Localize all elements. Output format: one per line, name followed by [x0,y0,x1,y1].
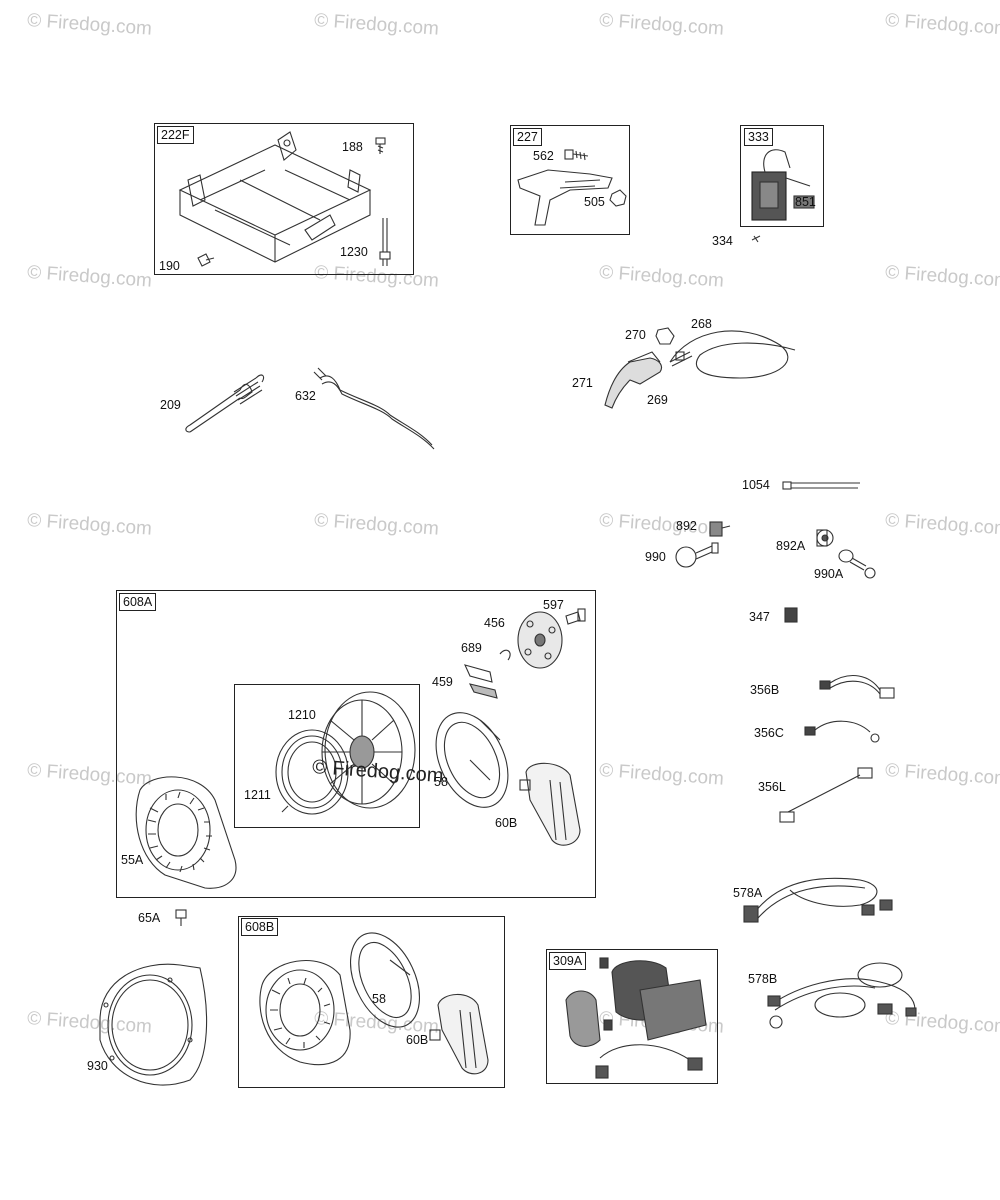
part-label-990A: 990A [814,567,844,581]
cable-268 [669,330,796,379]
harness-578B [767,962,917,1029]
group-label-227: 227 [513,128,542,146]
part-label-597: 597 [543,598,564,612]
screw-562 [564,149,589,161]
part-label-356B: 356B [750,683,780,697]
part-label-65A: 65A [138,911,161,925]
plug-347 [784,607,798,623]
group-box-608B [238,916,505,1088]
part-label-578A: 578A [733,886,763,900]
armature-333 [751,149,815,221]
spring-689 [499,649,511,661]
part-label-505: 505 [584,195,605,209]
part-label-60B-608B: 60B [406,1033,429,1047]
control-lever-271 [604,351,663,409]
harness-356L [779,767,873,823]
part-label-268: 268 [691,317,712,331]
fitting-269 [669,351,693,367]
group-box-309A [546,949,718,1084]
part-label-188: 188 [342,140,363,154]
inner-box-starter [234,684,420,828]
starter-motor-309A [565,957,707,1079]
switch-892A [816,529,834,547]
battery-tray-frame [178,131,372,263]
key-990A [838,549,876,579]
screw-188 [375,137,386,154]
part-label-356L: 356L [758,780,786,794]
part-label-892: 892 [676,519,697,533]
handle-60B [519,762,581,846]
part-label-1054: 1054 [742,478,770,492]
cable-632 [313,367,435,450]
part-label-1210: 1210 [288,708,316,722]
part-label-269: 269 [647,393,668,407]
stud-1230 [379,218,391,266]
part-label-356C: 356C [754,726,784,740]
group-label-222F: 222F [157,126,194,144]
rope-58-608B [350,932,420,1028]
blower-housing-608B [259,960,351,1066]
screw-334 [751,235,761,243]
part-label-271: 271 [572,376,593,390]
pawl-459 [464,664,498,699]
part-label-930: 930 [87,1059,108,1073]
part-label-270: 270 [625,328,646,342]
spring-209 [185,374,265,433]
cup-456 [517,611,563,669]
part-label-347: 347 [749,610,770,624]
bracket-227 [517,169,613,226]
part-label-58-608B: 58 [372,992,386,1006]
rope-58 [435,712,509,808]
part-label-190: 190 [159,259,180,273]
group-label-333: 333 [744,128,773,146]
part-label-334: 334 [712,234,733,248]
screen-930 [99,963,208,1086]
key-990 [675,542,719,568]
group-label-309A: 309A [549,952,587,970]
harness-356B [819,674,895,699]
part-label-689: 689 [461,641,482,655]
nut-270 [655,327,675,345]
part-label-1211: 1211 [244,788,271,802]
harness-356C [804,720,880,743]
part-label-892A: 892A [776,539,806,553]
harness-578A [743,877,893,923]
group-label-608B: 608B [241,918,279,936]
nut-505 [609,189,627,207]
part-label-990: 990 [645,550,666,564]
group-box-227 [510,125,630,235]
tie-strap-1054 [782,481,860,490]
part-label-58: 58 [434,775,448,789]
part-label-60B: 60B [495,816,518,830]
part-label-55A: 55A [121,853,144,867]
part-label-1230: 1230 [340,245,368,259]
screw-65A [175,909,187,926]
part-label-456: 456 [484,616,505,630]
part-label-578B: 578B [748,972,778,986]
part-label-851: 851 [795,195,816,209]
switch-892 [709,521,731,537]
group-box-333 [740,125,824,227]
part-label-562: 562 [533,149,554,163]
bolt-190 [197,253,215,267]
part-label-459: 459 [432,675,453,689]
group-box-608A [116,590,596,898]
recoil-spring-1211 [275,729,349,815]
group-label-608A: 608A [119,593,157,611]
part-label-632: 632 [295,389,316,403]
pulley-1210 [321,691,416,809]
part-label-209: 209 [160,398,181,412]
group-box-222F [154,123,414,275]
handle-60B-608B [429,993,489,1075]
blower-housing-55A [135,776,237,889]
screw-597 [565,608,586,625]
